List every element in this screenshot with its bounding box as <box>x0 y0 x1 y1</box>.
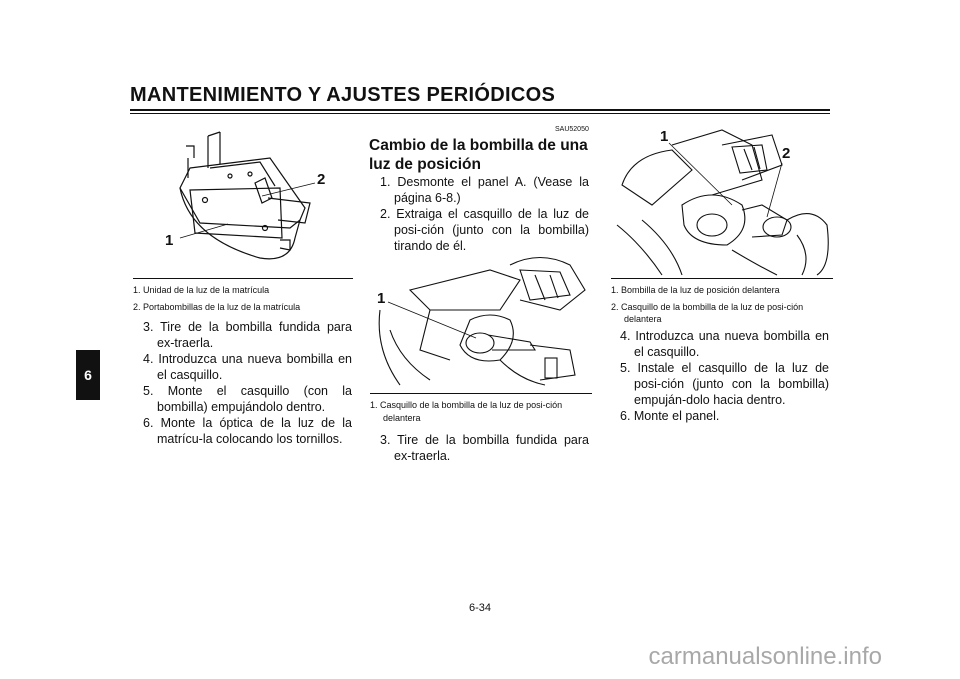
caption-item: 2. Casquillo de la bombilla de la luz de… <box>611 301 804 325</box>
step-item: 3. Tire de la bombilla fundida para ex-t… <box>380 433 589 463</box>
page-title: MANTENIMIENTO Y AJUSTES PERIÓDICOS <box>130 84 556 106</box>
figure-callout-1: 1 <box>165 232 174 249</box>
caption-rule <box>370 393 592 394</box>
section-code: SAU52050 <box>555 126 589 133</box>
caption-item: 1. Unidad de la luz de la matrícula <box>133 285 270 295</box>
watermark: carmanualsonline.info <box>648 643 882 670</box>
figure-callout-2: 2 <box>782 145 791 162</box>
header-rule-thin <box>130 113 830 114</box>
figure-caption: 1. Bombilla de la luz de posición delant… <box>611 278 833 326</box>
caption-item: 2. Portabombillas de la luz de la matríc… <box>133 301 301 312</box>
figure-callout-2: 2 <box>317 171 326 188</box>
section-title: Cambio de la bombilla de una luz de posi… <box>369 137 588 173</box>
figure-caption: 1. Casquillo de la bombilla de la luz de… <box>370 393 592 424</box>
step-item: 3. Tire de la bombilla fundida para ex-t… <box>143 320 352 350</box>
caption-rule <box>133 278 353 279</box>
step-item: 5. Instale el casquillo de la luz de pos… <box>620 361 829 407</box>
step-list: 3. Tire de la bombilla fundida para ex-t… <box>132 319 352 447</box>
position-light-socket-figure <box>378 257 586 386</box>
step-item: 2. Extraiga el casquillo de la luz de po… <box>380 207 589 253</box>
chapter-tab: 6 <box>76 350 100 400</box>
step-item: 4. Introduzca una nueva bombilla en el c… <box>143 352 352 382</box>
caption-rule <box>611 278 833 279</box>
step-list: 4. Introduzca una nueva bombilla en el c… <box>609 328 829 424</box>
step-list: 1. Desmonte el panel A. (Vease la página… <box>369 174 589 254</box>
license-light-figure <box>179 131 316 260</box>
step-item: 6. Monte el panel. <box>620 409 720 423</box>
caption-item: 1. Bombilla de la luz de posición delant… <box>611 285 780 295</box>
step-item: 1. Desmonte el panel A. (Vease la página… <box>380 175 589 205</box>
position-light-bulb-figure <box>616 129 829 276</box>
page-number: 6-34 <box>468 602 492 614</box>
figure-callout-1: 1 <box>377 290 386 307</box>
step-item: 5. Monte el casquillo (con la bombilla) … <box>143 384 352 414</box>
step-item: 6. Monte la óptica de la luz de la matrí… <box>143 416 352 446</box>
figure-caption: 1. Unidad de la luz de la matrícula 2. P… <box>133 278 353 313</box>
caption-item: 1. Casquillo de la bombilla de la luz de… <box>370 400 563 423</box>
step-item: 4. Introduzca una nueva bombilla en el c… <box>620 329 829 359</box>
step-list: 3. Tire de la bombilla fundida para ex-t… <box>369 432 589 464</box>
header-rule <box>130 109 830 111</box>
figure-callout-1: 1 <box>660 128 669 145</box>
